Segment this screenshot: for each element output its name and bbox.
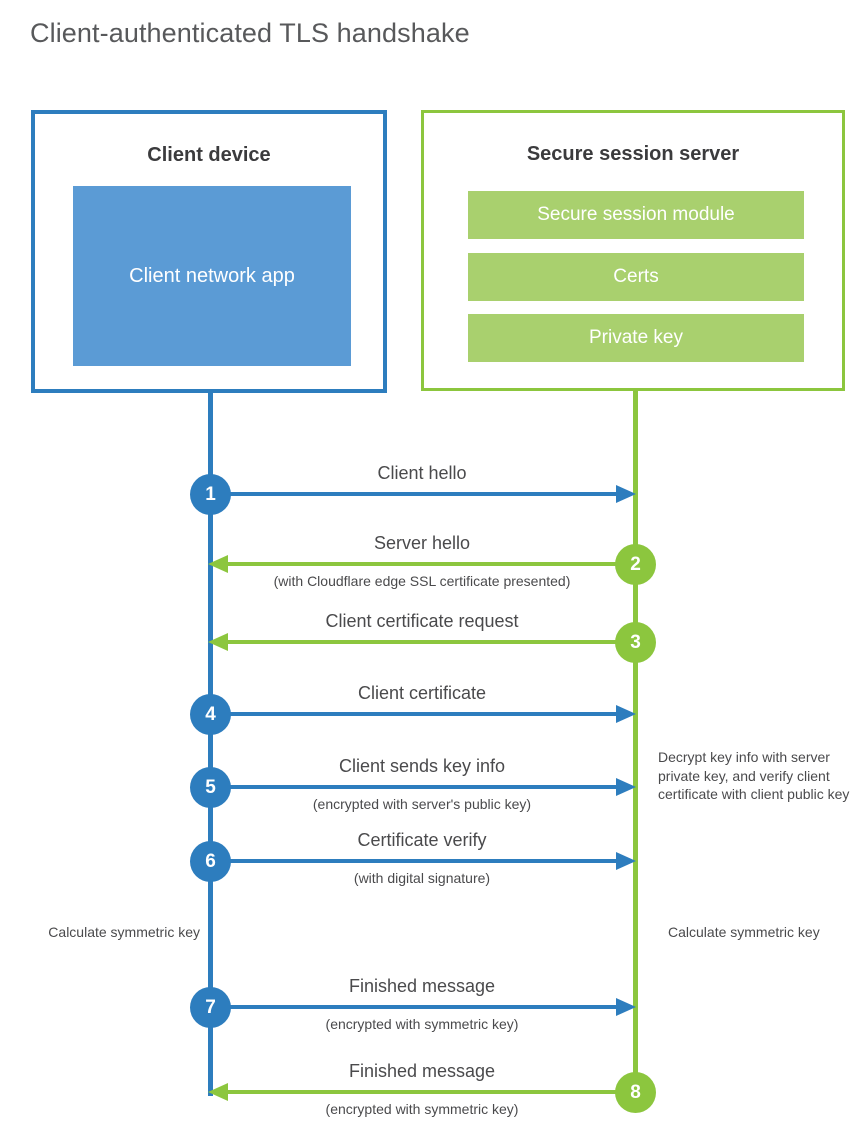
arrowhead-right-icon	[616, 998, 636, 1016]
annotation-decrypt-key-info: Decrypt key info with server private key…	[658, 749, 850, 803]
message-label-4: Client certificate	[357, 683, 487, 703]
arrowhead-left-icon	[208, 555, 228, 573]
message-line-7	[210, 1005, 616, 1009]
message-line-2	[228, 562, 634, 566]
message-label-8: Finished message	[348, 1061, 496, 1081]
arrowhead-left-icon	[208, 1083, 228, 1101]
message-label-7: Finished message	[348, 976, 496, 996]
client-lifeline	[208, 391, 213, 1096]
arrowhead-left-icon	[208, 633, 228, 651]
message-sublabel-5: (encrypted with server's public key)	[312, 796, 532, 812]
message-label-5: Client sends key info	[338, 756, 506, 776]
message-sublabel-6: (with digital signature)	[353, 870, 491, 886]
step-circle-7: 7	[190, 987, 231, 1028]
arrowhead-right-icon	[616, 485, 636, 503]
message-line-1	[210, 492, 616, 496]
message-sublabel-8: (encrypted with symmetric key)	[325, 1101, 519, 1117]
message-sublabel-2: (with Cloudflare edge SSL certificate pr…	[273, 573, 571, 589]
message-label-1: Client hello	[377, 463, 467, 483]
client-device-title: Client device	[147, 144, 271, 166]
step-circle-4: 4	[190, 694, 231, 735]
step-circle-8: 8	[615, 1072, 656, 1113]
step-circle-6: 6	[190, 841, 231, 882]
arrowhead-right-icon	[616, 778, 636, 796]
annotation-calculate-symmetric-key-client: Calculate symmetric key	[48, 924, 200, 940]
secure-session-server-box: Secure session server Secure session mod…	[421, 110, 845, 391]
arrowhead-right-icon	[616, 705, 636, 723]
step-circle-5: 5	[190, 767, 231, 808]
client-network-app-block: Client network app	[73, 186, 351, 366]
step-circle-3: 3	[615, 622, 656, 663]
message-label-6: Certificate verify	[357, 830, 487, 850]
page-title: Client-authenticated TLS handshake	[30, 18, 470, 48]
server-module-private-key: Private key	[468, 314, 804, 362]
message-line-8	[228, 1090, 634, 1094]
step-circle-1: 1	[190, 474, 231, 515]
server-module-secure-session-module: Secure session module	[468, 191, 804, 239]
step-circle-2: 2	[615, 544, 656, 585]
arrowhead-right-icon	[616, 852, 636, 870]
message-line-6	[210, 859, 616, 863]
message-label-3: Client certificate request	[325, 611, 519, 631]
message-sublabel-7: (encrypted with symmetric key)	[325, 1016, 519, 1032]
secure-session-server-title: Secure session server	[526, 143, 740, 165]
message-line-4	[210, 712, 616, 716]
server-lifeline	[633, 389, 638, 1095]
server-module-certs: Certs	[468, 253, 804, 301]
message-line-3	[228, 640, 634, 644]
client-device-box: Client device Client network app	[31, 110, 387, 393]
message-line-5	[210, 785, 616, 789]
annotation-calculate-symmetric-key-server: Calculate symmetric key	[668, 924, 820, 940]
message-label-2: Server hello	[373, 533, 471, 553]
